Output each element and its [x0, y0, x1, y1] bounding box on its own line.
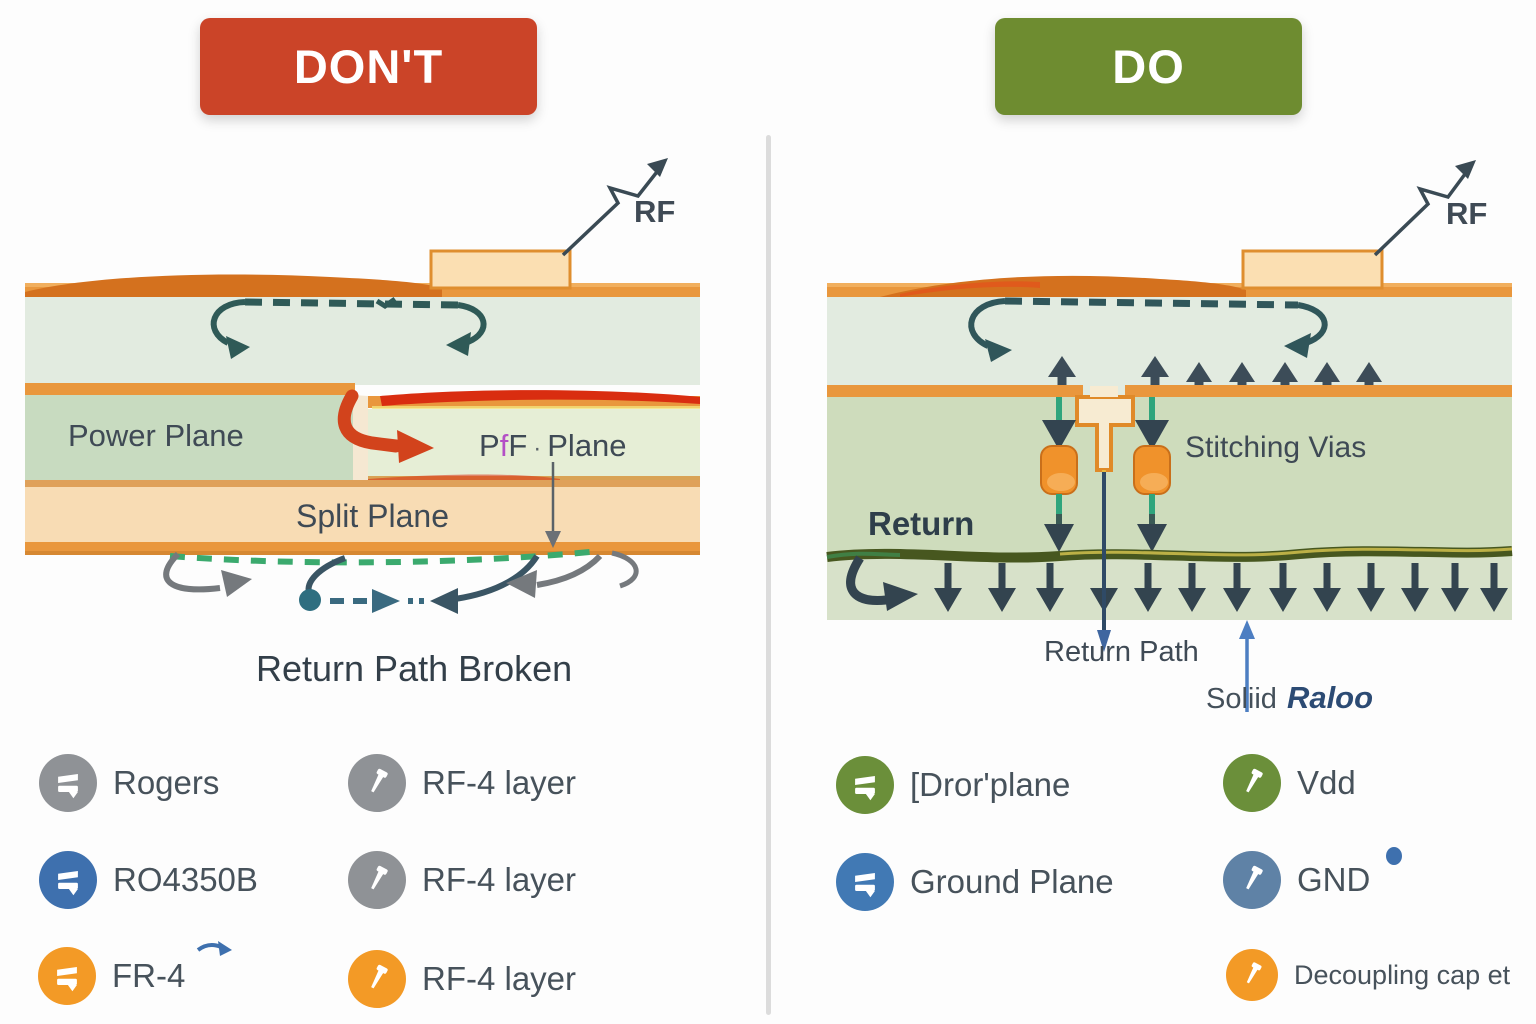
- via-icon-glyph: [1246, 768, 1263, 793]
- via-icon: [348, 754, 406, 812]
- via-icon-glyph: [371, 964, 388, 989]
- split-crossing-arrow: [337, 389, 434, 463]
- legend-item-fr4: FR-4: [38, 947, 185, 1005]
- legend-item-power-plane: [Dror'plane: [836, 756, 1070, 814]
- legend-item-vdd: Vdd: [1223, 754, 1356, 812]
- rf-plane-label-p: P: [479, 428, 500, 463]
- legend-item-rf4-layer-1: RF-4 layer: [348, 754, 576, 812]
- solid-plane-pointer: [1239, 620, 1255, 712]
- right-rf-arrow: [1373, 160, 1476, 257]
- power-plane-label: Power Plane: [68, 418, 244, 453]
- broken-return-path: [163, 549, 639, 614]
- layers-icon-glyph: [58, 871, 78, 896]
- split-plane-layer: [25, 480, 700, 555]
- layers-icon-glyph: [57, 967, 77, 992]
- gnd-pointer-dot: [1386, 847, 1402, 865]
- left-antenna-pad: [429, 249, 572, 290]
- layers-icon: [39, 851, 97, 909]
- split-plane-label: Split Plane: [296, 498, 449, 534]
- via-icon-glyph: [371, 768, 388, 793]
- layers-icon: [38, 947, 96, 1005]
- legend-item-decoupling-cap: Decoupling cap et: [1226, 949, 1510, 1001]
- rf-plane-label: PfF·Plane: [479, 428, 627, 464]
- via-icon: [1223, 754, 1281, 812]
- via-icon-glyph: [371, 865, 388, 890]
- fr4-pointer-arrow: [196, 941, 232, 956]
- legend-label: RF-4 layer: [422, 764, 577, 801]
- dont-banner: DON'T: [200, 18, 537, 115]
- legend-item-rogers: Rogers: [39, 754, 219, 812]
- rf-plane-label-plane: Plane: [547, 428, 627, 463]
- broken-path-pointer: [545, 462, 561, 548]
- do-banner-label: DO: [1112, 40, 1185, 93]
- right-antenna-pad: [1241, 249, 1384, 290]
- divider: [766, 135, 771, 1015]
- right-return-loop: [968, 297, 1328, 362]
- right-rf-label: RF: [1446, 196, 1488, 231]
- legend-label: [Dror'plane: [910, 766, 1071, 803]
- legend-label: RO4350B: [113, 861, 258, 898]
- layers-icon-glyph: [58, 774, 78, 799]
- via-icon: [1226, 949, 1278, 1001]
- rf-plane-label-sep: ·: [533, 435, 542, 462]
- legend-label: FR-4: [112, 957, 186, 994]
- return-label: Return: [868, 505, 975, 542]
- legend-label: Decoupling cap et: [1294, 959, 1511, 990]
- legend-label: Ground Plane: [910, 863, 1114, 900]
- layers-icon-glyph: [855, 873, 875, 898]
- solid-caption-accent: Raloo: [1286, 680, 1374, 715]
- solid-ground-plane: [826, 546, 1513, 563]
- legend-label: Rogers: [113, 764, 220, 801]
- legend-label: RF-4 layer: [422, 960, 577, 997]
- via-icon: [348, 950, 406, 1008]
- rf-plane-label-rest: F: [508, 428, 528, 463]
- via-icon: [348, 851, 406, 909]
- return-path-broken-caption: Return Path Broken: [256, 648, 573, 689]
- rf-plane-label-f: f: [499, 428, 509, 463]
- left-rf-arrow: [561, 158, 668, 257]
- left-return-loop: [210, 296, 487, 359]
- stitching-vias: [1040, 397, 1171, 552]
- power-plane-layer: [25, 383, 355, 480]
- solid-plane-caption: Soliid Raloo: [1206, 680, 1373, 716]
- left-board-diagram: [25, 158, 700, 614]
- legend-item-ground-plane: Ground Plane: [836, 853, 1114, 911]
- legend-item-gnd: GND: [1223, 851, 1370, 909]
- return-path-pointer: [1097, 472, 1111, 652]
- legend-item-rf4-layer-2: RF-4 layer: [348, 851, 576, 909]
- layers-icon: [836, 756, 894, 814]
- signal-via: [827, 385, 1512, 620]
- dont-banner-label: DON'T: [293, 40, 444, 93]
- stitching-vias-label: Stitching Vias: [1185, 431, 1367, 464]
- via-icon-glyph: [1246, 865, 1263, 890]
- layers-icon: [39, 754, 97, 812]
- layers-icon-glyph: [855, 776, 875, 801]
- return-path-label: Return Path: [1044, 636, 1199, 668]
- layers-icon: [836, 853, 894, 911]
- do-banner: DO: [995, 18, 1302, 115]
- via-icon-glyph: [1246, 962, 1262, 984]
- legend-label: GND: [1297, 861, 1371, 898]
- legend-item-ro4350b: RO4350B: [39, 851, 258, 909]
- legend-label: RF-4 layer: [422, 861, 577, 898]
- legend-label: Vdd: [1297, 764, 1356, 801]
- legend-item-rf4-layer-3: RF-4 layer: [348, 950, 576, 1008]
- right-board-diagram: [826, 160, 1513, 712]
- via-icon: [1223, 851, 1281, 909]
- left-rf-label: RF: [634, 194, 676, 229]
- return-hook-arrow: [846, 555, 918, 611]
- solid-caption-normal: Soliid: [1206, 683, 1277, 715]
